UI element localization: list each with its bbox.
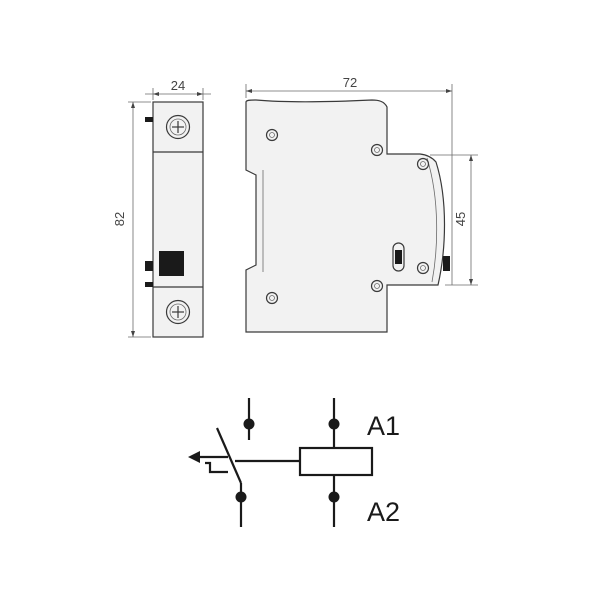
hole-icon bbox=[416, 261, 430, 275]
dim-depth: 45 bbox=[453, 212, 468, 226]
hole-icon bbox=[370, 143, 384, 157]
front-view: 72 45 bbox=[245, 75, 478, 333]
dim-height: 82 bbox=[112, 212, 127, 226]
schematic-symbol: A1 A2 bbox=[188, 398, 400, 527]
terminal-a1-label: A1 bbox=[367, 411, 400, 441]
lever-slot-icon bbox=[392, 242, 405, 272]
hole-icon bbox=[265, 291, 279, 305]
coil-box bbox=[298, 446, 374, 477]
dim-side-width: 24 bbox=[171, 78, 185, 93]
contact-dot bbox=[235, 491, 247, 503]
side-body bbox=[152, 101, 204, 338]
screw-bottom-icon bbox=[165, 299, 191, 325]
contact-dot bbox=[328, 418, 340, 430]
screw-top-icon bbox=[165, 114, 191, 140]
contact-dot bbox=[243, 418, 255, 430]
side-clip-top bbox=[145, 117, 153, 122]
hole-icon bbox=[370, 279, 384, 293]
hole-icon bbox=[265, 128, 279, 142]
front-marker bbox=[443, 256, 450, 271]
hole-icon bbox=[416, 157, 430, 171]
arrow-left-icon bbox=[188, 451, 200, 463]
contact-dot bbox=[328, 491, 340, 503]
dim-front-width: 72 bbox=[343, 75, 357, 90]
indicator-window bbox=[159, 251, 184, 276]
side-view: 24 82 bbox=[112, 78, 211, 338]
terminal-a2-label: A2 bbox=[367, 497, 400, 527]
front-body bbox=[245, 99, 446, 333]
side-clip-mid bbox=[145, 261, 153, 271]
side-clip-bottom bbox=[145, 282, 153, 287]
